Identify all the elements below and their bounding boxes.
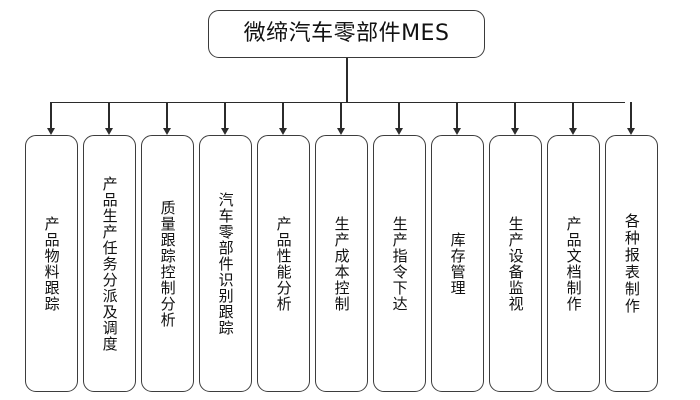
drop-connector-2 bbox=[108, 102, 110, 129]
leaf-node-5[interactable]: 产品性能分析 bbox=[256, 135, 310, 392]
drop-connector-1 bbox=[50, 102, 52, 129]
drop-connector-10 bbox=[572, 102, 574, 129]
leaf-node-11[interactable]: 各种报表制作 bbox=[604, 135, 658, 392]
leaf-node-4[interactable]: 汽车零部件识别跟踪 bbox=[198, 135, 252, 392]
leaf-node-label-2: 产品生产任务分派及调度 bbox=[100, 175, 119, 352]
root-node-mes[interactable]: 微缔汽车零部件MES bbox=[208, 10, 485, 58]
drop-connector-4 bbox=[224, 102, 226, 129]
arrow-head-icon-5 bbox=[278, 128, 287, 135]
leaf-node-label-6: 生产成本控制 bbox=[332, 215, 351, 312]
leaf-node-10[interactable]: 产品文档制作 bbox=[546, 135, 600, 392]
arrow-head-icon-2 bbox=[104, 128, 113, 135]
leaf-node-label-7: 生产指令下达 bbox=[390, 215, 409, 312]
leaf-node-label-1: 产品物料跟踪 bbox=[42, 215, 61, 312]
leaf-node-1[interactable]: 产品物料跟踪 bbox=[24, 135, 78, 392]
arrow-head-icon-1 bbox=[46, 128, 55, 135]
drop-connector-5 bbox=[282, 102, 284, 129]
drop-connector-11 bbox=[630, 102, 632, 129]
arrow-head-icon-4 bbox=[220, 128, 229, 135]
drop-connector-3 bbox=[166, 102, 168, 129]
leaf-node-3[interactable]: 质量跟踪控制分析 bbox=[140, 135, 194, 392]
arrow-head-icon-10 bbox=[568, 128, 577, 135]
drop-connector-7 bbox=[398, 102, 400, 129]
leaf-node-label-4: 汽车零部件识别跟踪 bbox=[216, 191, 235, 336]
arrow-head-icon-6 bbox=[336, 128, 345, 135]
leaf-node-label-8: 库存管理 bbox=[448, 231, 467, 296]
drop-connector-9 bbox=[514, 102, 516, 129]
leaf-node-label-5: 产品性能分析 bbox=[274, 215, 293, 312]
arrow-head-icon-3 bbox=[162, 128, 171, 135]
drop-connector-8 bbox=[456, 102, 458, 129]
arrow-head-icon-11 bbox=[626, 128, 635, 135]
root-stem-connector bbox=[346, 58, 348, 103]
leaf-node-7[interactable]: 生产指令下达 bbox=[372, 135, 426, 392]
leaf-node-label-11: 各种报表制作 bbox=[622, 212, 641, 315]
root-node-label: 微缔汽车零部件MES bbox=[243, 21, 450, 46]
leaf-node-label-3: 质量跟踪控制分析 bbox=[158, 199, 177, 328]
leaf-node-9[interactable]: 生产设备监视 bbox=[488, 135, 542, 392]
leaf-node-2[interactable]: 产品生产任务分派及调度 bbox=[82, 135, 136, 392]
drop-connector-6 bbox=[340, 102, 342, 129]
horizontal-bus-connector bbox=[51, 101, 625, 104]
arrow-head-icon-7 bbox=[394, 128, 403, 135]
leaf-node-8[interactable]: 库存管理 bbox=[430, 135, 484, 392]
leaf-node-6[interactable]: 生产成本控制 bbox=[314, 135, 368, 392]
leaf-node-label-10: 产品文档制作 bbox=[564, 215, 583, 312]
arrow-head-icon-8 bbox=[452, 128, 461, 135]
arrow-head-icon-9 bbox=[510, 128, 519, 135]
leaf-node-label-9: 生产设备监视 bbox=[506, 215, 525, 312]
